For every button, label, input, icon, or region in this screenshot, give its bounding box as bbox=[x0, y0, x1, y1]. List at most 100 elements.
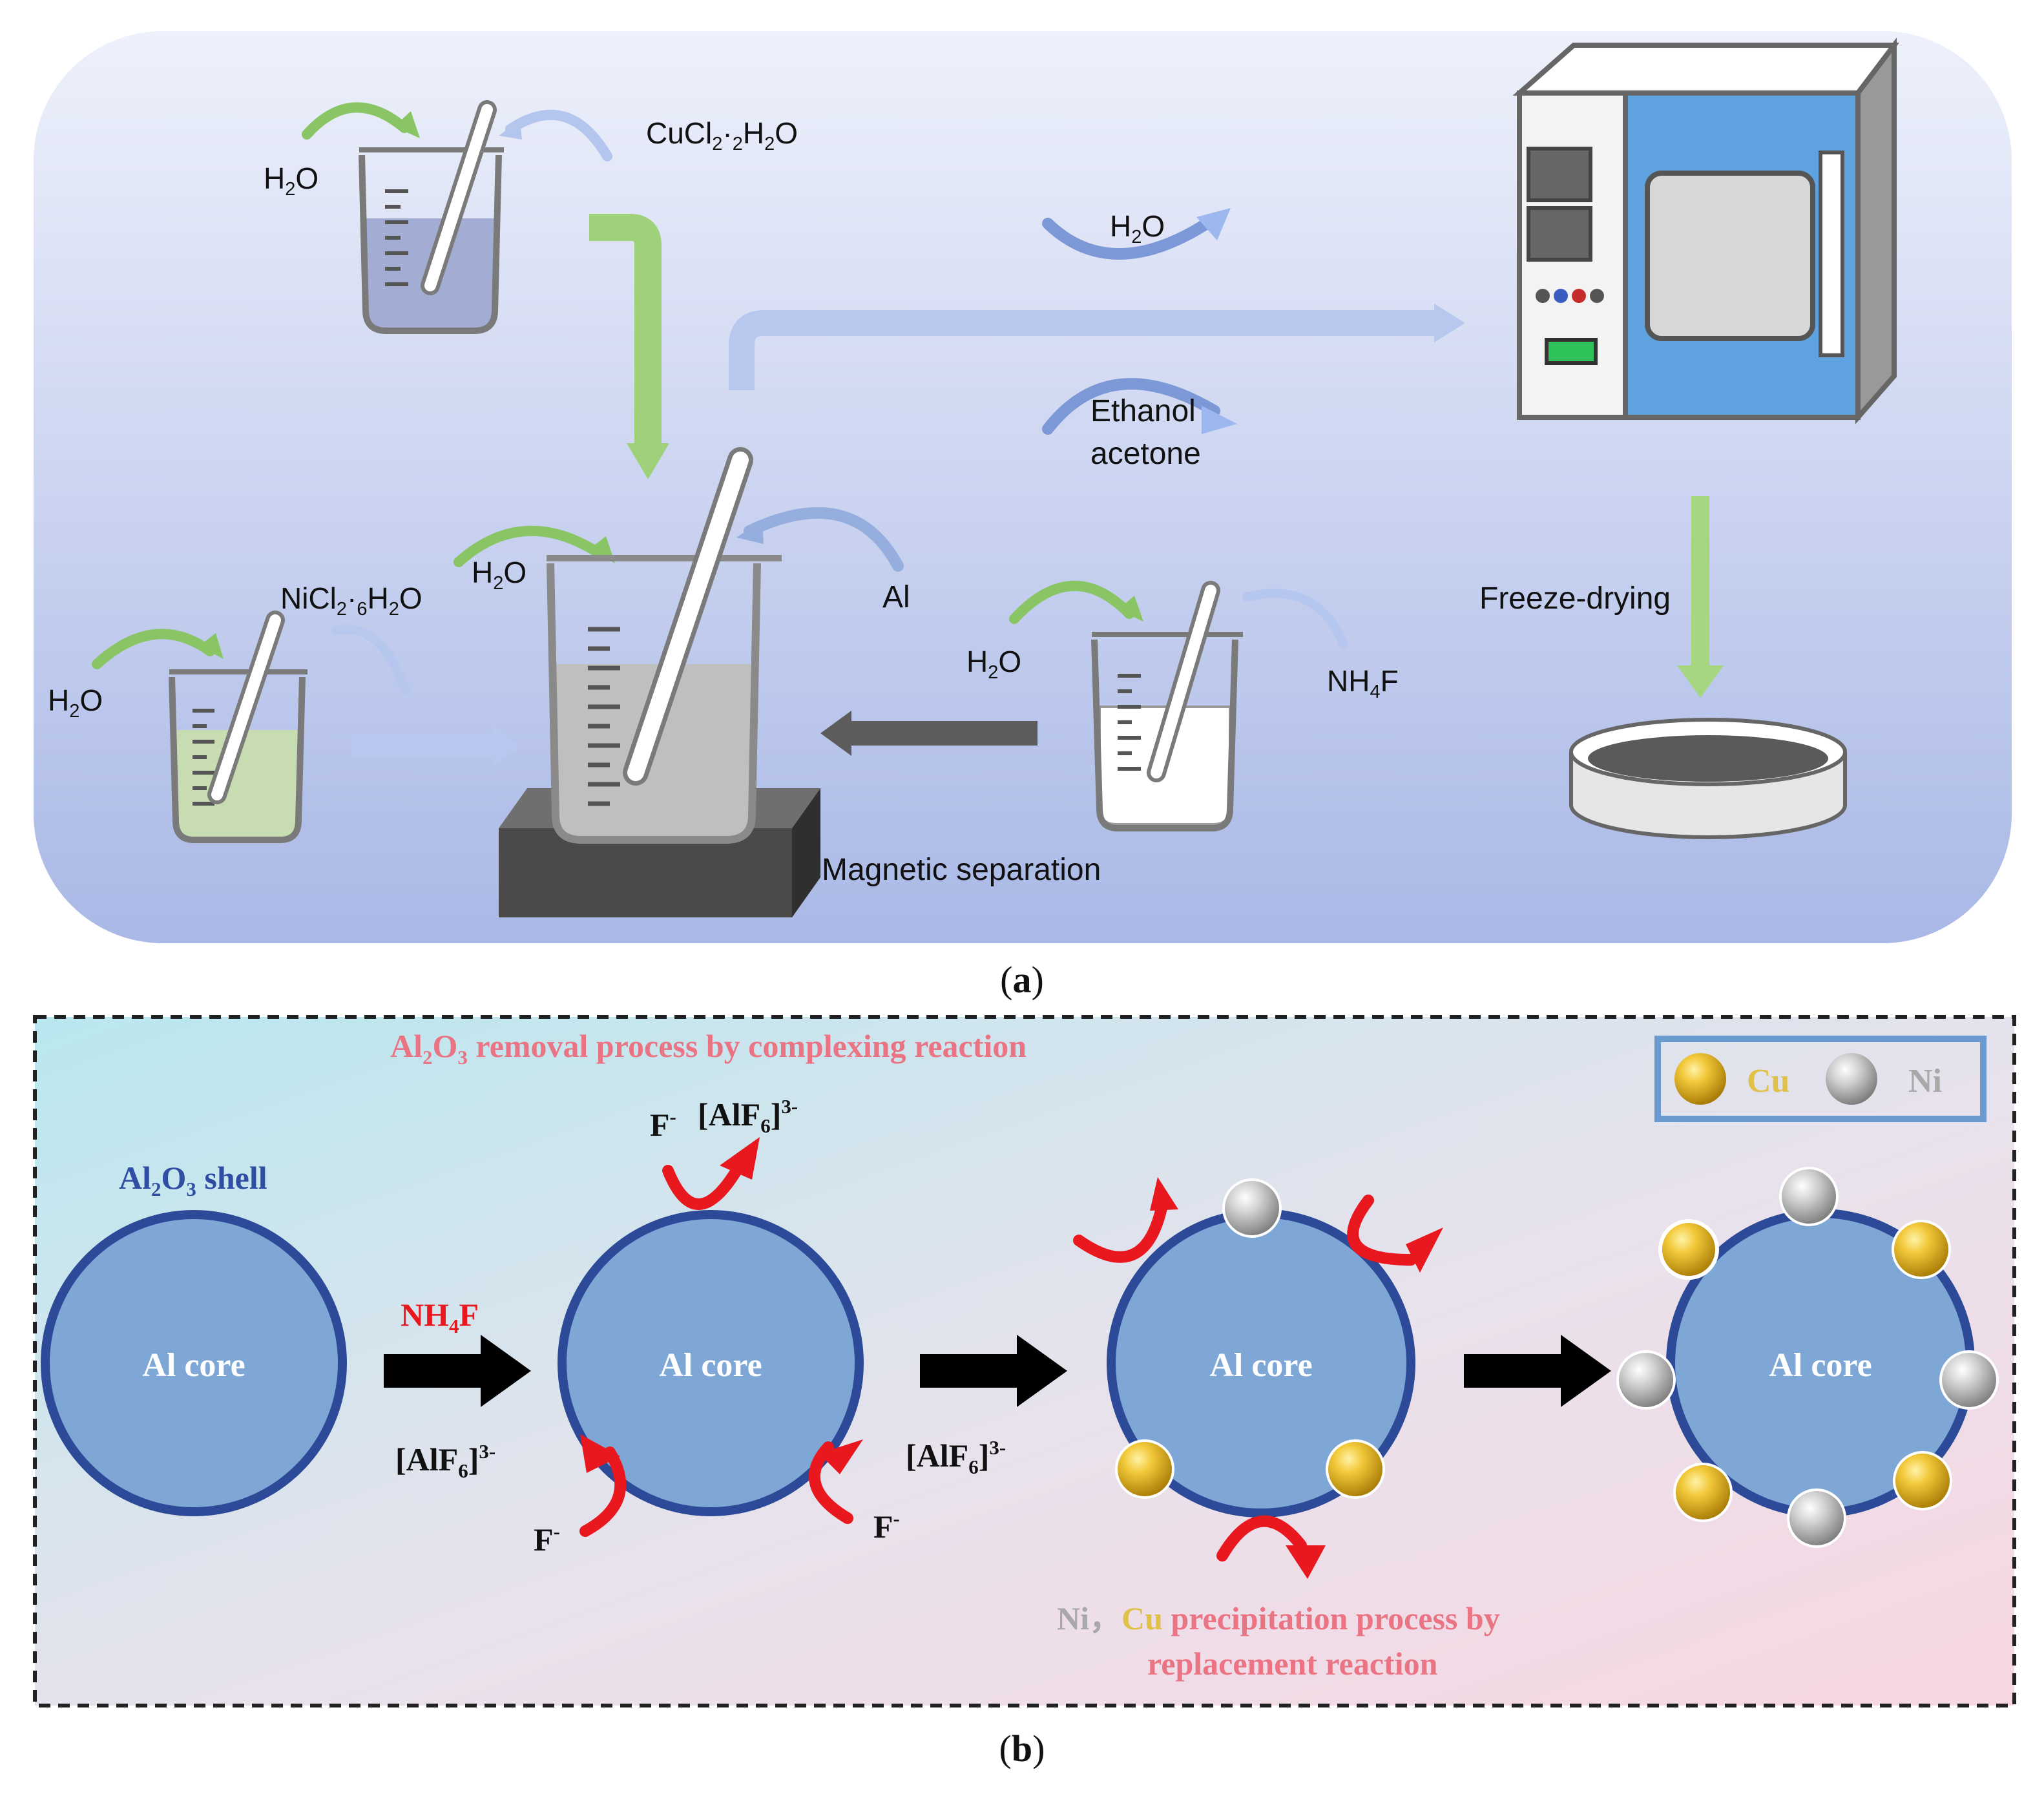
red-arrowhead-left-2 bbox=[580, 1434, 620, 1473]
label-cucl2: CuCl2​·2​H2​O bbox=[646, 116, 798, 154]
blue-arrow-to-oven bbox=[729, 310, 1434, 390]
blue-arrowhead-oven bbox=[1434, 304, 1465, 342]
beaker-nh4f bbox=[1091, 581, 1243, 831]
curve-al-to-main-beaker bbox=[744, 507, 904, 572]
red-arrowhead-bottom-3 bbox=[1286, 1545, 1326, 1579]
legend-ni-label: Ni bbox=[1908, 1063, 1942, 1100]
curve-h2o-to-ni-beaker bbox=[92, 629, 215, 669]
dark-arrowhead bbox=[820, 711, 851, 756]
label-acetone: acetone bbox=[1090, 437, 1201, 471]
label-complex-left: [AlF6​]3- bbox=[395, 1440, 495, 1482]
red-arrow-topleft-3 bbox=[1073, 1202, 1167, 1263]
cu-sphere bbox=[1892, 1220, 1951, 1279]
red-arrowhead-right-2 bbox=[819, 1439, 863, 1474]
red-arrowhead-topleft-3 bbox=[1150, 1177, 1178, 1211]
green-arrowhead-freeze bbox=[1677, 665, 1724, 698]
core-label-3: Al core bbox=[1209, 1347, 1312, 1384]
caption-a: (a) bbox=[1000, 959, 1044, 1001]
curve-nicl2-to-beaker bbox=[331, 625, 410, 696]
label-h2o-ni: H2​O bbox=[48, 684, 103, 722]
panel-a: H2​O CuCl2​·2​H2​O H2​O Ethanol acetone … bbox=[34, 31, 2012, 1001]
legend-cu-label: Cu bbox=[1747, 1063, 1789, 1100]
stirrer-front bbox=[499, 828, 792, 917]
caption-b: (b) bbox=[999, 1728, 1045, 1770]
label-h2o-cu: H2​O bbox=[264, 162, 318, 200]
ni-sphere bbox=[1939, 1350, 1999, 1410]
petri-dish bbox=[1569, 718, 1847, 839]
stirrer-side bbox=[792, 788, 820, 917]
label-h2o-wash: H2​O bbox=[1110, 209, 1165, 247]
red-arrow-bottom-3 bbox=[1216, 1515, 1307, 1561]
bottom-caption-line2: replacement reaction bbox=[1147, 1645, 1438, 1682]
red-arrowhead-top-2 bbox=[720, 1137, 760, 1180]
label-ethanol: Ethanol bbox=[1090, 394, 1196, 428]
label-al: Al bbox=[882, 580, 910, 614]
label-magnetic-separation: Magnetic separation bbox=[822, 853, 1101, 887]
cu-sphere bbox=[1326, 1439, 1385, 1499]
particle-1: Al core bbox=[41, 1210, 347, 1516]
dark-arrow-shaft bbox=[851, 721, 1038, 746]
label-h2o-nh4f: H2​O bbox=[966, 645, 1021, 683]
curve-head-h2o-nh4f bbox=[1118, 596, 1143, 621]
faint-arrowhead-ni bbox=[494, 725, 521, 766]
bottom-caption-line1: Ni，Cu precipitation process by bbox=[1057, 1600, 1500, 1636]
ni-sphere bbox=[1222, 1178, 1282, 1238]
beaker-cucl2 bbox=[359, 100, 504, 334]
red-arrow-top-2 bbox=[662, 1165, 742, 1210]
core-label-4: Al core bbox=[1769, 1347, 1872, 1384]
label-h2o-main: H2​O bbox=[472, 556, 527, 594]
curve-wash-ethanol bbox=[1042, 378, 1220, 435]
ni-sphere bbox=[1787, 1488, 1846, 1548]
curve-h2o-to-main-beaker bbox=[454, 525, 606, 567]
faint-arrow-ni-to-main bbox=[351, 734, 494, 757]
red-arrow-right-2 bbox=[808, 1441, 853, 1524]
curve-head-h2o-cu bbox=[394, 111, 420, 138]
curve-h2o-to-cu-beaker bbox=[302, 102, 410, 140]
legend: Cu Ni bbox=[1654, 1036, 1987, 1122]
label-nicl2: NiCl2​·6​H2​O bbox=[280, 581, 422, 620]
beaker-main bbox=[499, 447, 820, 917]
core-label-2: Al core bbox=[659, 1347, 762, 1384]
cu-sphere bbox=[1673, 1463, 1733, 1522]
core-label-1: Al core bbox=[142, 1347, 245, 1384]
legend-box bbox=[1654, 1036, 1987, 1122]
curve-head-wash-h2o bbox=[1196, 208, 1231, 240]
curve-wash-h2o bbox=[1042, 218, 1213, 260]
red-arrow-left-2 bbox=[579, 1446, 627, 1537]
curve-cucl2-to-beaker bbox=[505, 109, 612, 162]
beaker-nicl2 bbox=[169, 611, 308, 843]
freeze-dryer-oven bbox=[1512, 37, 1900, 424]
cu-sphere bbox=[1115, 1439, 1174, 1499]
label-freeze-drying: Freeze-drying bbox=[1479, 581, 1671, 616]
red-arrow-topright-3 bbox=[1347, 1195, 1417, 1266]
panel-b: Cu Ni Al2​O3​ removal process by complex… bbox=[33, 1015, 2016, 1770]
panel-b-title: Al2​O3​ removal process by complexing re… bbox=[390, 1028, 1027, 1069]
label-f-right: F- bbox=[873, 1507, 900, 1545]
shell-label: Al2​O3​ shell bbox=[119, 1160, 267, 1200]
red-arrowhead-topright-3 bbox=[1406, 1227, 1443, 1273]
curve-head-h2o-ni bbox=[199, 633, 224, 659]
green-arrowhead-cu bbox=[627, 443, 669, 479]
process-arrow-2 bbox=[920, 1335, 1067, 1407]
label-f-top: F- bbox=[650, 1105, 676, 1143]
legend-ni-sphere bbox=[1826, 1053, 1877, 1105]
legend-cu-sphere bbox=[1674, 1053, 1726, 1105]
curve-head-al bbox=[736, 521, 764, 544]
cu-sphere bbox=[1658, 1219, 1719, 1280]
curve-head-wash-ethanol bbox=[1202, 406, 1237, 434]
process-arrow-3 bbox=[1464, 1335, 1611, 1407]
curve-h2o-to-nh4f-beaker bbox=[1009, 581, 1134, 624]
label-complex-right: [AlF6​]3- bbox=[906, 1436, 1006, 1478]
label-complex-top: [AlF6​]3- bbox=[698, 1095, 798, 1137]
label-f-left: F- bbox=[534, 1520, 560, 1558]
particle-2: Al core bbox=[558, 1210, 864, 1516]
process-arrow-1 bbox=[384, 1335, 531, 1407]
ni-sphere bbox=[1616, 1350, 1676, 1410]
label-nh4f: NH4​F bbox=[1327, 664, 1399, 702]
curve-head-cucl2 bbox=[499, 120, 522, 140]
green-arrow-freeze-shaft bbox=[1691, 496, 1709, 665]
green-arrow-cu-to-main bbox=[589, 214, 662, 443]
cu-sphere bbox=[1893, 1451, 1952, 1510]
